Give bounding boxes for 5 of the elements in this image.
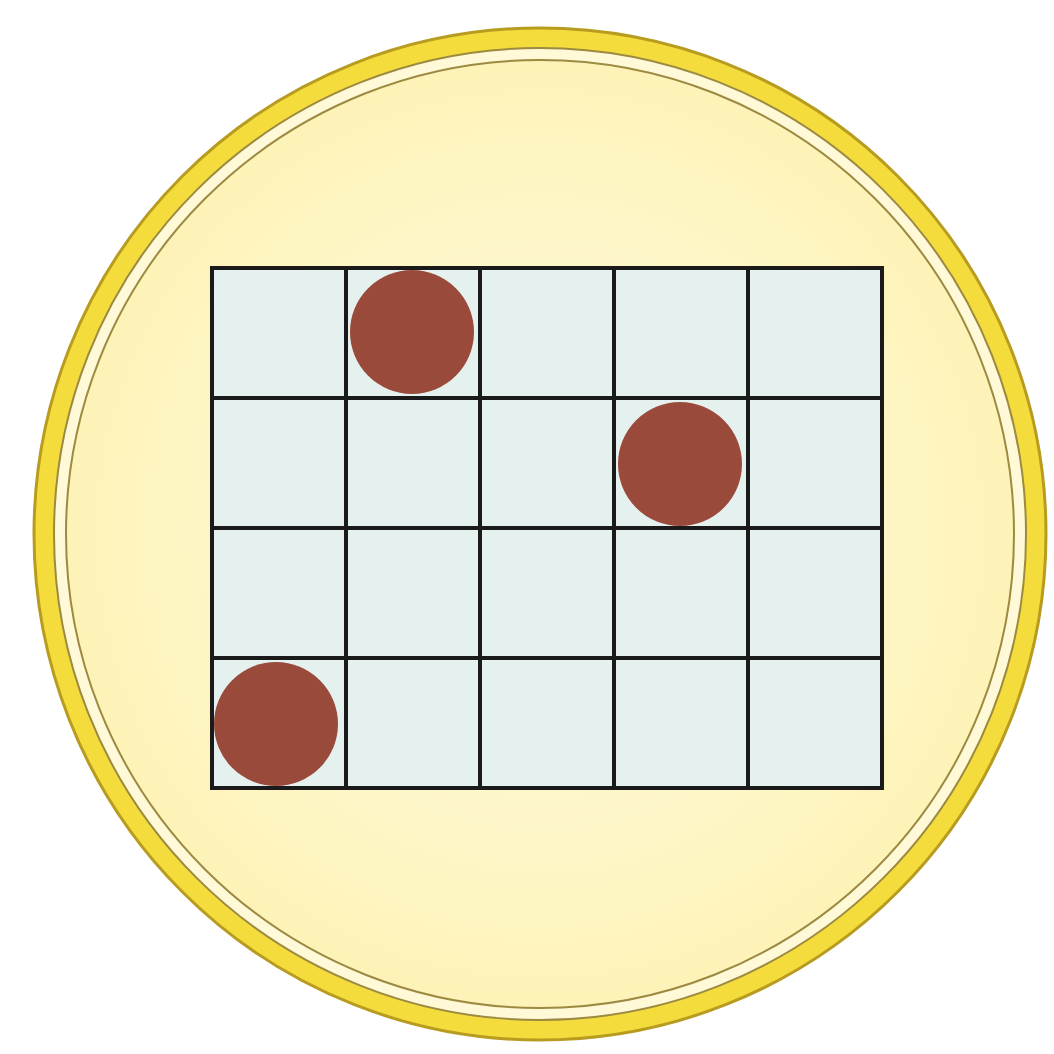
colony	[618, 402, 742, 526]
colony	[350, 270, 474, 394]
grid-plate	[210, 266, 884, 790]
colony	[214, 662, 338, 786]
petri-dish	[30, 24, 1050, 1044]
